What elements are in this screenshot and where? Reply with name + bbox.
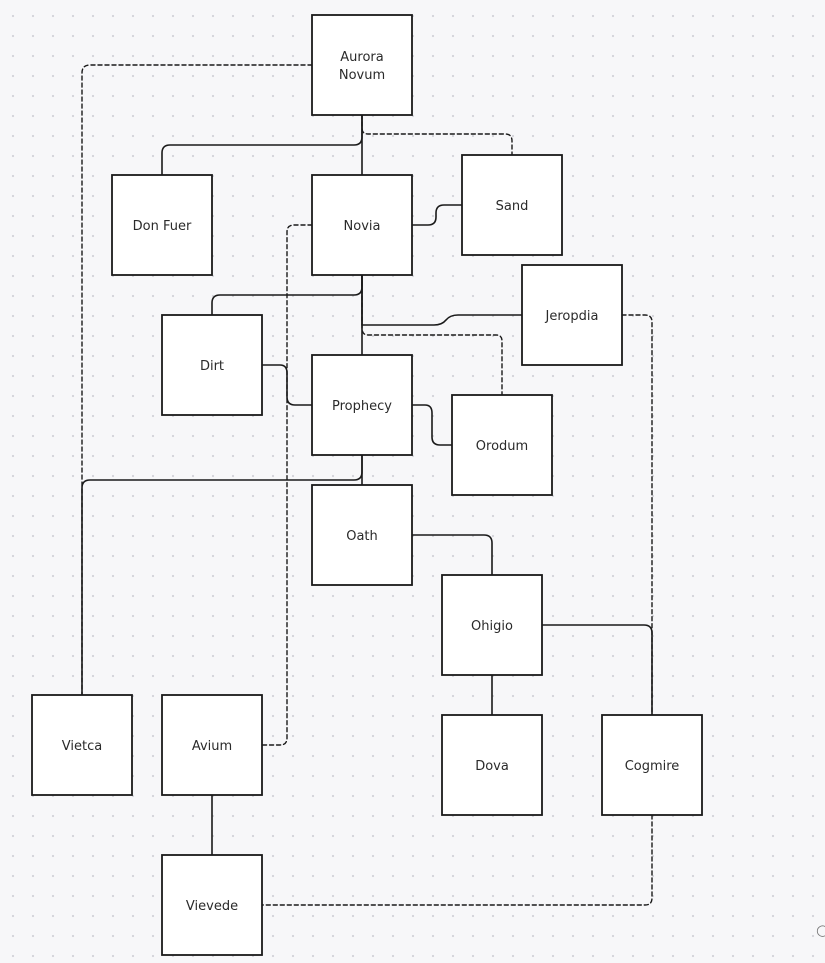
node-box bbox=[311, 484, 413, 586]
node-label: Novia bbox=[344, 219, 381, 234]
node-vietca[interactable]: Vietca bbox=[31, 694, 133, 796]
node-box bbox=[441, 714, 543, 816]
node-vievede[interactable]: Vievede bbox=[161, 854, 263, 956]
connector-novia-to-avium[interactable] bbox=[261, 224, 313, 746]
node-label: Dirt bbox=[200, 359, 224, 374]
node-box bbox=[311, 354, 413, 456]
node-label: Vievede bbox=[186, 899, 238, 914]
connector-ohigio-to-cogmire[interactable] bbox=[541, 624, 653, 716]
connector-cogmire-to-vievede[interactable] bbox=[261, 814, 653, 906]
node-box bbox=[111, 174, 213, 276]
node-ohigio[interactable]: Ohigio bbox=[441, 574, 543, 676]
node-oath[interactable]: Oath bbox=[311, 484, 413, 586]
node-box bbox=[601, 714, 703, 816]
node-box bbox=[161, 694, 263, 796]
node-box bbox=[461, 154, 563, 256]
connector-aurora-novum-to-vietca[interactable] bbox=[81, 64, 313, 696]
node-avium[interactable]: Avium bbox=[161, 694, 263, 796]
connector-dirt-to-prophecy[interactable] bbox=[261, 364, 313, 406]
node-box bbox=[161, 854, 263, 956]
connector-novia-to-orodum[interactable] bbox=[361, 274, 503, 396]
node-box bbox=[441, 574, 543, 676]
node-label: Sand bbox=[496, 199, 529, 214]
node-cogmire[interactable]: Cogmire bbox=[601, 714, 703, 816]
node-box bbox=[31, 694, 133, 796]
partial-ui-glyph-icon: ○ bbox=[816, 921, 825, 939]
node-don-fuer[interactable]: Don Fuer bbox=[111, 174, 213, 276]
node-jeropdia[interactable]: Jeropdia bbox=[521, 264, 623, 366]
node-label: Cogmire bbox=[625, 759, 680, 774]
connector-jeropdia-to-cogmire[interactable] bbox=[621, 314, 653, 716]
node-label: Oath bbox=[346, 529, 378, 544]
node-label: Avium bbox=[192, 739, 232, 754]
node-orodum[interactable]: Orodum bbox=[451, 394, 553, 496]
connector-prophecy-to-orodum[interactable] bbox=[411, 404, 453, 446]
connector-aurora-novum-to-sand[interactable] bbox=[361, 114, 513, 156]
node-box bbox=[311, 174, 413, 276]
node-dova[interactable]: Dova bbox=[441, 714, 543, 816]
connector-novia-to-jeropdia[interactable] bbox=[361, 274, 523, 326]
node-box bbox=[311, 14, 413, 116]
node-box bbox=[521, 264, 623, 366]
node-label: Jeropdia bbox=[545, 309, 599, 324]
connectors bbox=[81, 64, 653, 906]
connector-prophecy-to-vietca[interactable] bbox=[81, 454, 363, 696]
node-novia[interactable]: Novia bbox=[311, 174, 413, 276]
node-label: Ohigio bbox=[471, 619, 513, 634]
node-label: Orodum bbox=[476, 439, 528, 454]
node-box bbox=[451, 394, 553, 496]
node-prophecy[interactable]: Prophecy bbox=[311, 354, 413, 456]
node-label: Vietca bbox=[62, 739, 102, 754]
node-dirt[interactable]: Dirt bbox=[161, 314, 263, 416]
node-box bbox=[161, 314, 263, 416]
node-label: Dova bbox=[475, 759, 509, 774]
connector-novia-to-sand[interactable] bbox=[411, 204, 463, 226]
node-sand[interactable]: Sand bbox=[461, 154, 563, 256]
node-label: Don Fuer bbox=[133, 219, 192, 234]
connector-oath-to-ohigio[interactable] bbox=[411, 534, 493, 576]
connector-aurora-novum-to-don-fuer[interactable] bbox=[161, 114, 363, 176]
node-label: Prophecy bbox=[332, 399, 392, 414]
